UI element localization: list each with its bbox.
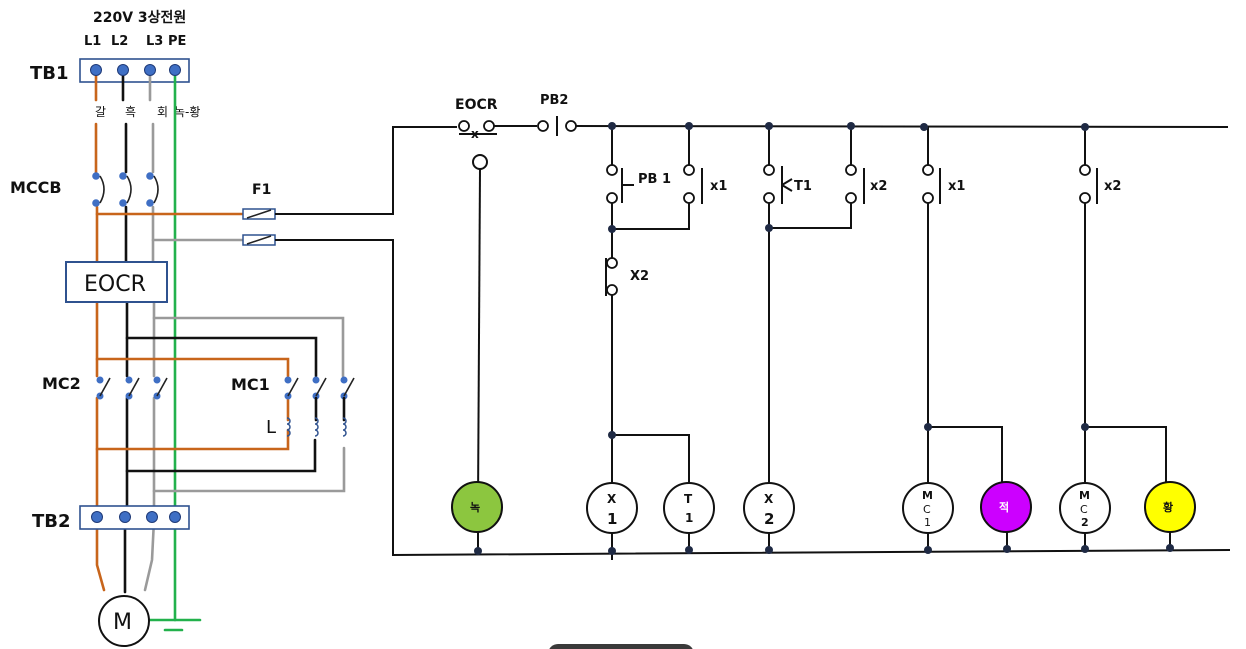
t1-branch xyxy=(763,126,865,485)
control-circuit: EOCR x PB2 xyxy=(275,93,1231,560)
tb1-terminal-l3 xyxy=(144,64,156,76)
svg-text:C: C xyxy=(923,503,931,516)
eocr-contact: x xyxy=(458,120,537,506)
mc2-label: MC2 xyxy=(42,374,81,393)
svg-text:2: 2 xyxy=(764,510,774,528)
svg-text:C: C xyxy=(1080,503,1088,516)
phase-label-l2: L2 xyxy=(111,34,128,49)
wire-color-gray: 회 xyxy=(157,105,168,119)
coil-mc1: M C 1 xyxy=(902,482,954,534)
svg-text:적: 적 xyxy=(999,500,1009,514)
pb1-label: PB 1 xyxy=(638,172,671,187)
svg-text:황: 황 xyxy=(1163,500,1173,514)
mc1-branch xyxy=(922,126,1003,485)
svg-text:1: 1 xyxy=(924,516,931,529)
pb2-label: PB2 xyxy=(540,93,568,108)
tb1-terminal-block xyxy=(79,58,190,83)
power-circuit: 220V 3상전원 L1 L2 L3 PE TB1 갈 흑 회 녹-황 xyxy=(10,9,355,647)
tb1-terminal-l1 xyxy=(90,64,102,76)
coil-x1: X 1 xyxy=(586,482,638,534)
wire-color-green-yellow: 녹-황 xyxy=(174,105,200,119)
mc1-label: MC1 xyxy=(231,375,270,394)
fuse-f1-top xyxy=(242,208,276,220)
tb2-terminal-3 xyxy=(146,511,158,523)
svg-text:1: 1 xyxy=(607,510,617,528)
tb1-label: TB1 xyxy=(30,63,69,84)
motor-label: M xyxy=(113,610,132,635)
tb1-terminal-pe xyxy=(169,64,181,76)
reactor-label: L xyxy=(266,417,276,438)
lamp-yellow: 황 xyxy=(1144,481,1196,533)
x2-nc-label: X2 xyxy=(630,269,649,284)
svg-text:2: 2 xyxy=(1081,516,1089,529)
tb2-terminal-block xyxy=(79,505,190,530)
svg-text:x: x xyxy=(471,127,479,141)
tb2-terminal-2 xyxy=(119,511,131,523)
mc1-contacts xyxy=(284,376,355,400)
coil-t1: T 1 xyxy=(663,482,715,534)
coil-x2: X 2 xyxy=(743,482,795,534)
mccb-breaker xyxy=(92,172,159,207)
svg-text:M: M xyxy=(1079,489,1090,502)
phase-label-pe: PE xyxy=(168,34,186,49)
svg-text:X: X xyxy=(607,492,617,506)
lamp-green: 녹 xyxy=(451,481,503,533)
phase-label-l1: L1 xyxy=(84,34,101,49)
svg-text:T: T xyxy=(684,492,693,506)
svg-text:X: X xyxy=(764,492,774,506)
pb2-button xyxy=(537,116,577,136)
tb2-terminal-pe xyxy=(169,511,181,523)
mc2-contact-label: x2 xyxy=(1104,179,1121,194)
tb1-terminal-l2 xyxy=(117,64,129,76)
eocr-box xyxy=(65,261,168,303)
eocr-label: EOCR xyxy=(84,272,146,297)
reactor-coils xyxy=(286,417,347,437)
lamp-red: 적 xyxy=(980,481,1032,533)
mc2-branch xyxy=(1079,126,1167,485)
x2-contact-label: x2 xyxy=(870,179,887,194)
t1-contact-label: T1 xyxy=(794,179,812,194)
svg-text:녹: 녹 xyxy=(470,501,480,514)
wire-color-brown: 갈 xyxy=(95,105,106,119)
fuse-label: F1 xyxy=(252,182,271,198)
svg-text:M: M xyxy=(922,489,933,502)
coil-mc2: M C 2 xyxy=(1059,482,1111,534)
tb2-terminal-1 xyxy=(91,511,103,523)
bottom-overlay-bar xyxy=(549,644,693,649)
fuse-f1-bottom xyxy=(242,234,276,246)
eocr-contact-label: EOCR xyxy=(455,97,498,113)
junction-nodes xyxy=(474,122,1174,555)
x1-contact-label: x1 xyxy=(710,179,727,194)
phase-label-l3: L3 xyxy=(146,34,163,49)
mc2-contacts xyxy=(96,376,168,400)
wire-color-black: 흑 xyxy=(125,105,136,119)
motor xyxy=(98,595,150,647)
svg-text:1: 1 xyxy=(685,511,693,525)
supply-label: 220V 3상전원 xyxy=(93,9,186,26)
tb2-label: TB2 xyxy=(32,511,71,532)
mc1-contact-label: x1 xyxy=(948,179,965,194)
mccb-label: MCCB xyxy=(10,178,62,197)
